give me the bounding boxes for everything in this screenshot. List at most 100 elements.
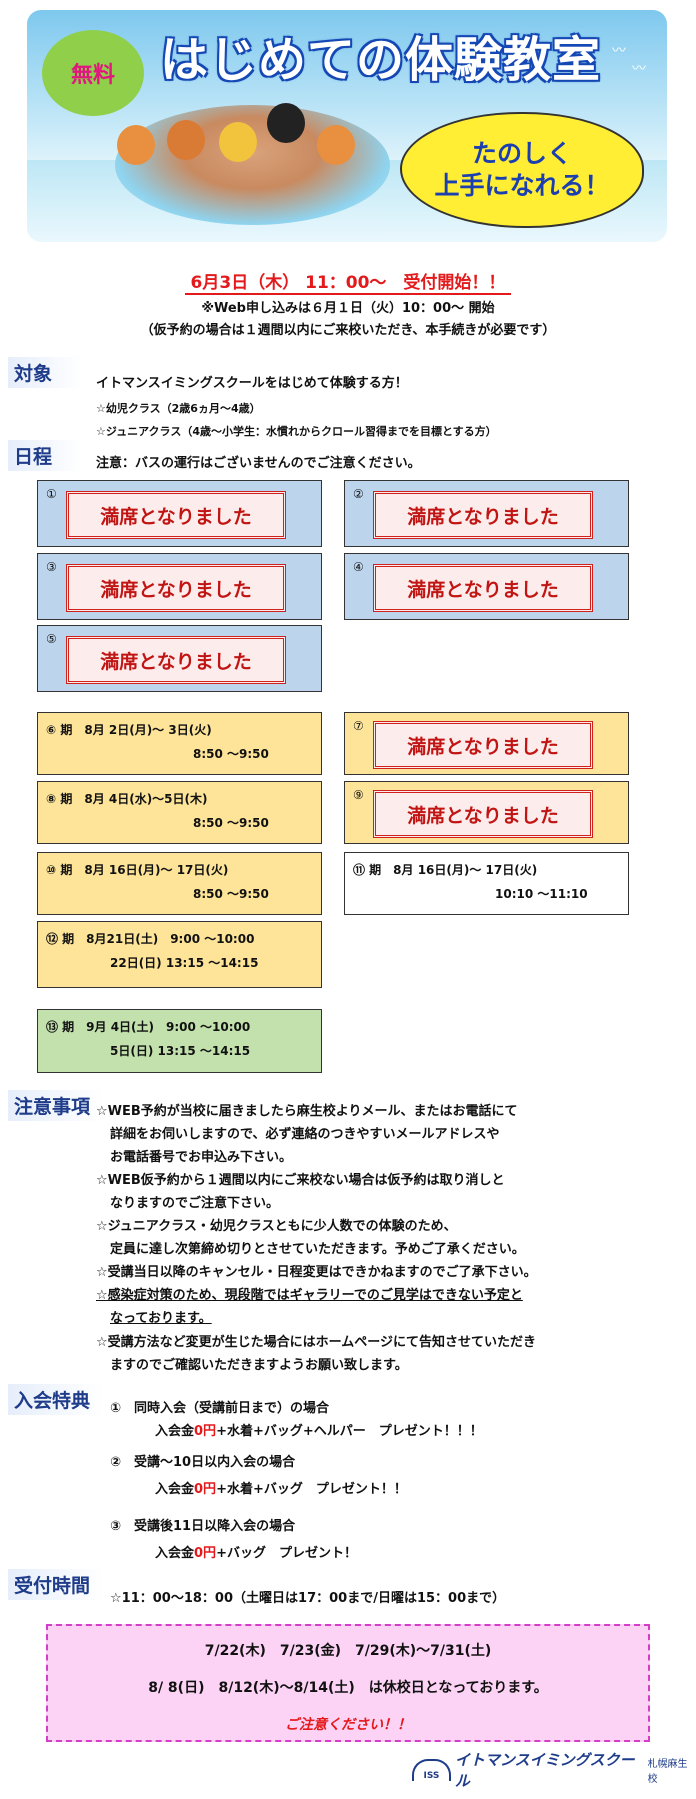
logo-mark: ISS (412, 1759, 451, 1781)
session-5-card: ⑤ 満席となりました (37, 625, 322, 692)
benefit-detail: 入会金0円+水着+バッグ+ヘルパー プレゼント！！！ (155, 1420, 483, 1439)
session-time: 22日(日) 13:15 ～14:15 (110, 956, 259, 970)
session-time: 10:10 ～11:10 (495, 887, 588, 901)
session-7-card: ⑦ 満席となりました (344, 712, 629, 775)
full-label: 満席となりました (373, 491, 593, 539)
session-time: 8:50 ～9:50 (193, 747, 269, 761)
session-2-card: ② 満席となりました (344, 480, 629, 547)
session-number: ① (46, 487, 57, 501)
session-13-card: ⑬ 期 9月 4日(土) 9:00 ～10:00 5日(日) 13:15 ～14… (37, 1009, 322, 1073)
notes-heading: 注意事項 (8, 1090, 104, 1121)
session-11-card: ⑪ 期 8月 16日(月)～ 17日(火) 10:10 ～11:10 (344, 852, 629, 915)
session-period: ⑩ 期 8月 16日(月)～ 17日(火) (46, 863, 229, 877)
session-period: ⑫ 期 8月21日(土) 9:00 ～10:00 (46, 932, 255, 946)
kids-photo (115, 105, 390, 225)
note-line: 定員に達し次第締め切りとさせていただきます。予めご了承ください。 (110, 1242, 525, 1257)
session-number: ⑦ (353, 719, 364, 733)
note-line: ☆WEB予約が当校に届きましたら麻生校よりメール、またはお電話にて (96, 1104, 518, 1119)
benefit-prefix: 入会金 (155, 1546, 195, 1561)
free-fee: 0円 (194, 1424, 217, 1439)
kid-image (117, 125, 155, 165)
benefits-heading: 入会特典 (8, 1384, 104, 1415)
provisional-notice: （仮予約の場合は１週間以内にご来校いただき、本手続きが必要です） (140, 323, 556, 338)
hours-text: ☆11：00～18：00（土曜日は17：00まで/日曜は15：00まで） (110, 1591, 506, 1606)
note-line: ☆受講方法など変更が生じた場合にはホームページにて告知させていただき (96, 1335, 537, 1350)
session-time: 5日(日) 13:15 ～14:15 (110, 1044, 251, 1058)
hours-heading: 受付時間 (8, 1569, 104, 1600)
start-notice-text: 6月3日（木） 11：00～ 受付開始！！ (184, 273, 512, 295)
full-label: 満席となりました (66, 636, 286, 684)
session-time: 8:50 ～9:50 (193, 816, 269, 830)
bird-icon: 〰 (632, 61, 646, 77)
full-label: 満席となりました (373, 721, 593, 769)
session-number: ② (353, 487, 364, 501)
benefit-gifts: +水着+バッグ+ヘルパー プレゼント！！！ (216, 1424, 483, 1439)
closure-notice: 7/22(木) 7/23(金) 7/29(木)～7/31(土) 8/ 8(日) … (46, 1624, 650, 1742)
free-fee: 0円 (194, 1482, 217, 1497)
session-number: ⑤ (46, 632, 57, 646)
session-3-card: ③ 満席となりました (37, 553, 322, 620)
benefit-gifts: +バッグ プレゼント！ (216, 1546, 357, 1561)
session-period: ⑬ 期 9月 4日(土) 9:00 ～10:00 (46, 1020, 251, 1034)
bird-icon: 〰 (612, 43, 626, 59)
benefit-detail: 入会金0円+水着+バッグ プレゼント！！ (155, 1478, 407, 1497)
slogan-line: 上手になれる！ (434, 171, 610, 200)
session-period: ⑧ 期 8月 4日(水)～5日(木) (46, 792, 208, 806)
page-title: はじめての体験教室 (160, 32, 602, 88)
benefit-title: ① 同時入会（受講前日まで）の場合 (110, 1401, 330, 1416)
schedule-heading: 日程 (8, 440, 82, 471)
note-line: なりますのでご注意下さい。 (110, 1196, 280, 1211)
session-8-card: ⑧ 期 8月 4日(水)～5日(木) 8:50 ～9:50 (37, 781, 322, 844)
closure-warning: ご注意ください！！ (285, 1717, 411, 1733)
target-heading: 対象 (8, 357, 82, 388)
note-line: お電話番号でお申込み下さい。 (110, 1150, 293, 1165)
web-notice: ※Web申し込みは６月１日（火）10：00～ 開始 (201, 301, 495, 316)
session-period: ⑪ 期 8月 16日(月)～ 17日(火) (353, 863, 538, 877)
session-9-card: ⑨ 満席となりました (344, 781, 629, 844)
kid-image (267, 103, 305, 143)
session-number: ③ (46, 560, 57, 574)
full-label: 満席となりました (373, 790, 593, 838)
note-line: 詳細をお伺いしますので、必ず連絡のつきやすいメールアドレスや (110, 1127, 500, 1142)
bus-note: 注意：バスの運行はございませんのでご注意ください。 (96, 456, 421, 471)
benefit-title: ② 受講～10日以内入会の場合 (110, 1455, 296, 1470)
full-label: 満席となりました (66, 491, 286, 539)
session-time: 8:50 ～9:50 (193, 887, 269, 901)
session-number: ⑨ (353, 788, 364, 802)
free-fee: 0円 (194, 1546, 217, 1561)
target-line: イトマンスイミングスクールをはじめて体験する方！ (96, 376, 408, 391)
session-4-card: ④ 満席となりました (344, 553, 629, 620)
kid-image (219, 122, 257, 162)
benefit-title: ③ 受講後11日以降入会の場合 (110, 1519, 296, 1534)
note-line: ☆受講当日以降のキャンセル・日程変更はできかねますのでご了承下さい。 (96, 1265, 537, 1280)
slogan-cloud: たのしく 上手になれる！ (400, 112, 644, 228)
session-10-card: ⑩ 期 8月 16日(月)～ 17日(火) 8:50 ～9:50 (37, 852, 322, 915)
session-12-card: ⑫ 期 8月21日(土) 9:00 ～10:00 22日(日) 13:15 ～1… (37, 921, 322, 988)
session-6-card: ⑥ 期 8月 2日(月)～ 3日(火) 8:50 ～9:50 (37, 712, 322, 775)
slogan-line: たのしく (471, 139, 572, 168)
full-label: 満席となりました (373, 564, 593, 612)
session-number: ④ (353, 560, 364, 574)
brand-name: イトマンスイミングスクール (454, 1751, 635, 1790)
benefit-prefix: 入会金 (155, 1424, 195, 1439)
note-line: ますのでご確認いただきますようお願い致します。 (110, 1358, 408, 1373)
closure-line: 8/ 8(日) 8/12(木)～8/14(土) は休校日となっております。 (148, 1680, 548, 1696)
note-line: なっております。 (110, 1311, 212, 1326)
note-line: ☆WEB仮予約から１週間以内にご来校ない場合は仮予約は取り消しと (96, 1173, 505, 1188)
free-badge: 無料 (42, 30, 144, 116)
target-line: ☆ジュニアクラス（4歳～小学生：水慣れからクロール習得までを目標とする方） (96, 425, 497, 438)
full-label: 満席となりました (66, 564, 286, 612)
start-notice: 6月3日（木） 11：00～ 受付開始！！ (0, 268, 696, 295)
closure-line: 7/22(木) 7/23(金) 7/29(木)～7/31(土) (204, 1643, 492, 1659)
note-line: ☆ジュニアクラス・幼児クラスともに少人数での体験のため、 (96, 1219, 457, 1234)
kid-image (317, 125, 355, 165)
branch-name: 札幌麻生校 (647, 1759, 688, 1785)
school-logo: ISS イトマンスイミングスクール 札幌麻生校 (412, 1751, 696, 1790)
session-1-card: ① 満席となりました (37, 480, 322, 547)
benefit-prefix: 入会金 (155, 1482, 195, 1497)
benefit-gifts: +水着+バッグ プレゼント！！ (216, 1482, 407, 1497)
target-line: ☆幼児クラス（2歳6ヵ月～4歳） (96, 402, 261, 415)
session-period: ⑥ 期 8月 2日(月)～ 3日(火) (46, 723, 212, 737)
note-line: ☆感染症対策のため、現段階ではギャラリーでのご見学はできない予定と (96, 1288, 523, 1303)
benefit-detail: 入会金0円+バッグ プレゼント！ (155, 1542, 357, 1561)
